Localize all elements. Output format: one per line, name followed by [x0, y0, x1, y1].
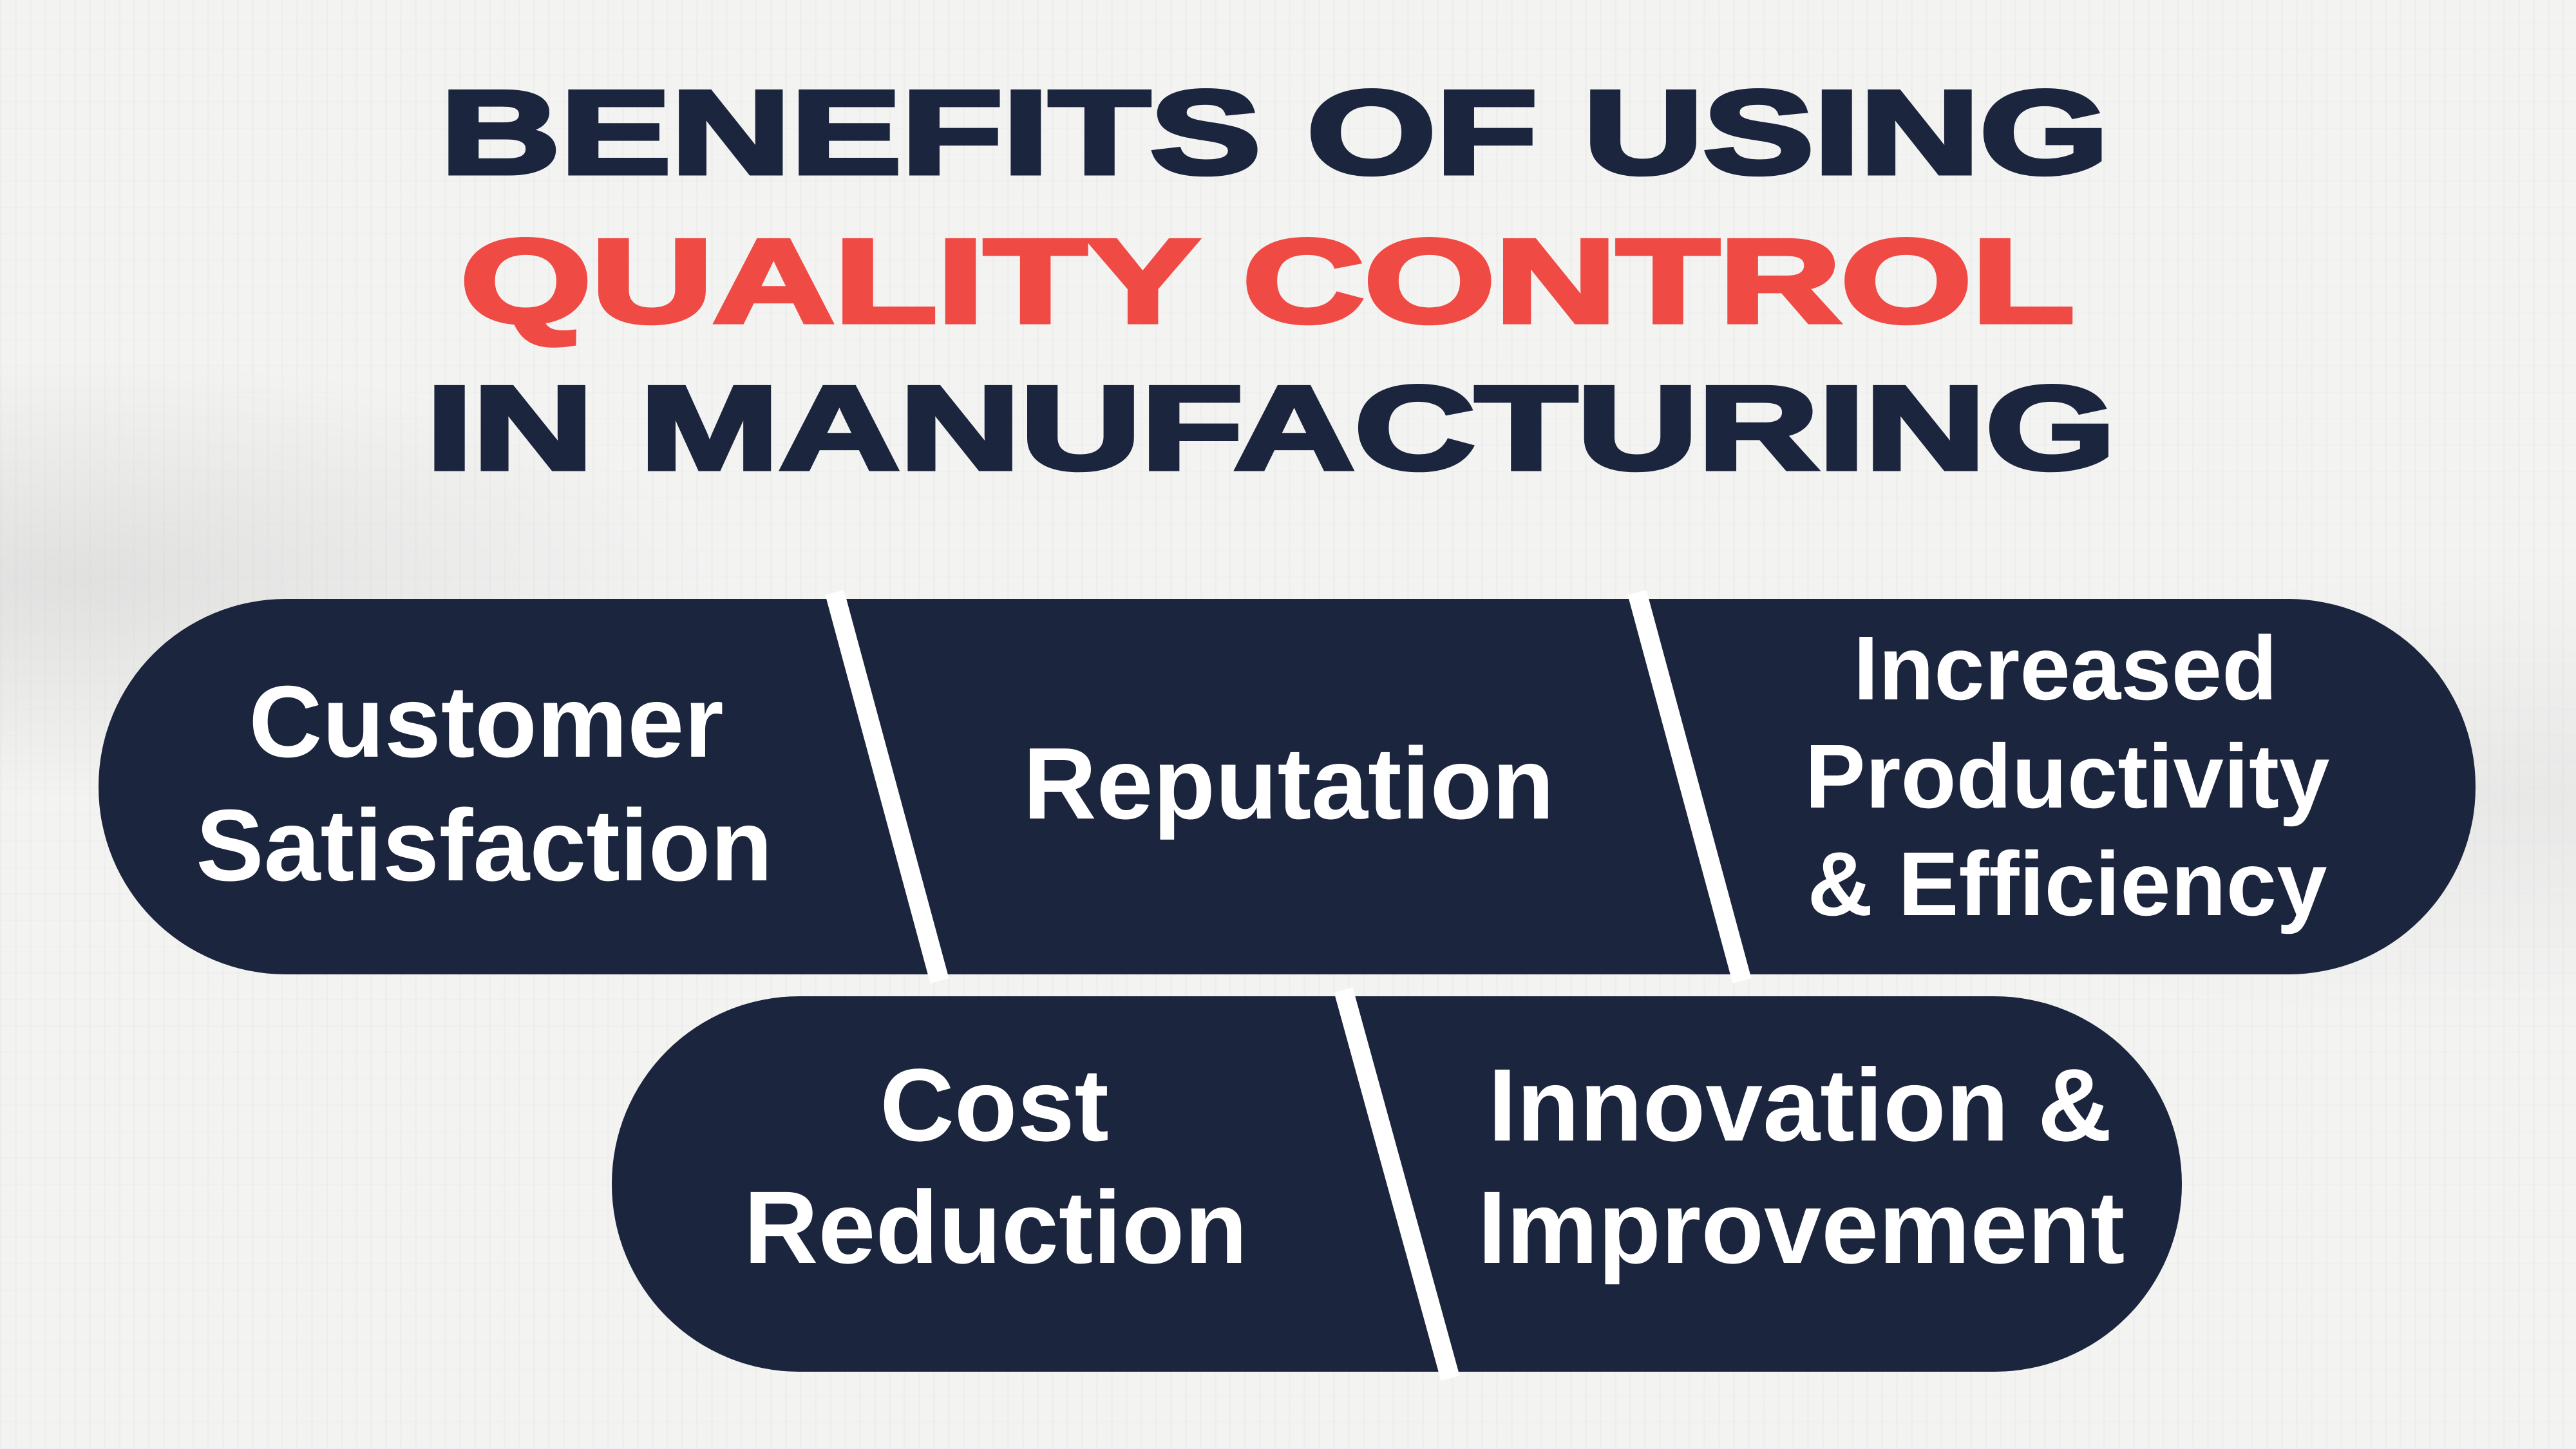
title-line-3: IN MANUFACTURING	[423, 361, 2119, 494]
benefit-3-line-1: Increased	[1853, 617, 2278, 719]
top-pill-shape	[99, 599, 2476, 974]
divider-2	[1627, 590, 1752, 983]
benefit-4-line-2: Reduction	[743, 1170, 1248, 1285]
divider-1	[825, 590, 949, 983]
benefit-3-line-3: & Efficiency	[1807, 833, 2327, 934]
benefit-1-line-1: Customer	[249, 665, 724, 779]
benefit-1-line-2: Satisfaction	[196, 789, 773, 902]
title-line-2-highlight: QUALITY CONTROL	[457, 214, 2078, 347]
benefit-5-line-2: Improvement	[1477, 1170, 2125, 1285]
benefit-2-line-1: Reputation	[1023, 727, 1555, 840]
title-line-1: BENEFITS OF USING	[437, 66, 2112, 198]
divider-3	[1334, 987, 1460, 1381]
benefit-3-line-2: Productivity	[1804, 725, 2330, 827]
benefit-5-line-1: Innovation &	[1488, 1047, 2112, 1162]
benefit-4-line-1: Cost	[880, 1047, 1109, 1162]
